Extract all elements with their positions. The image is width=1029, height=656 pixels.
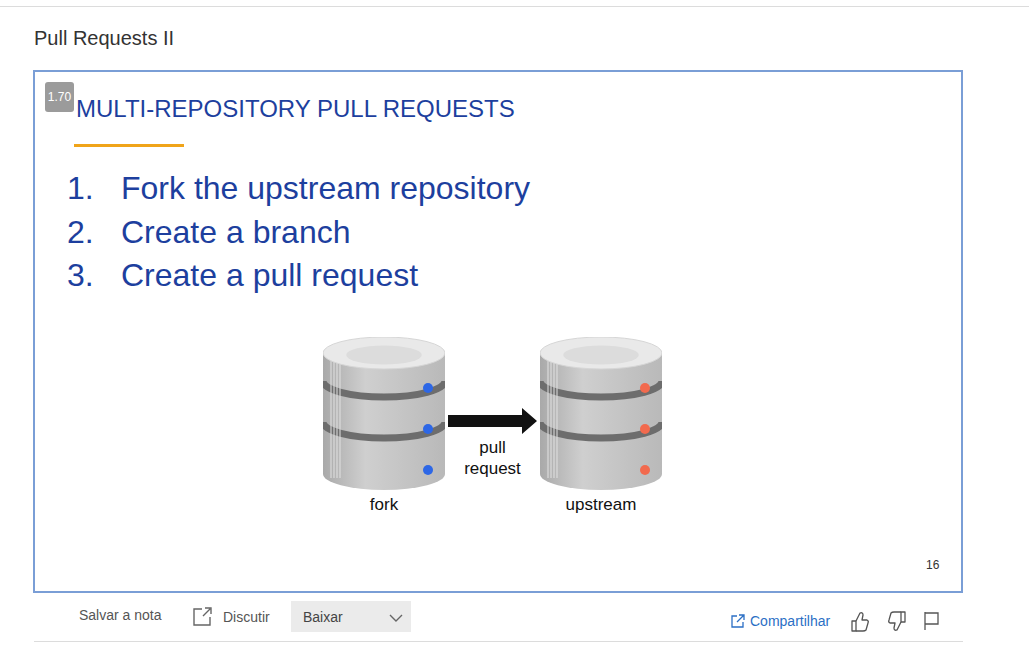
- page-heading: Pull Requests II: [34, 28, 174, 48]
- download-select: [291, 601, 411, 632]
- status-dot: [423, 465, 433, 475]
- cylinder-band: [540, 381, 662, 397]
- flag-icon: [925, 612, 938, 630]
- cylinder-side: [323, 353, 445, 490]
- cylinder-band: [323, 381, 445, 397]
- block-arrow: [448, 408, 537, 434]
- toolbar-button: Discutir: [223, 610, 270, 624]
- status-dot: [640, 465, 650, 475]
- list-item: Create a branch: [121, 216, 350, 248]
- cylinder-top: [323, 337, 445, 369]
- cylinder-stripe: [331, 357, 332, 478]
- share-link: Compartilhar: [750, 614, 830, 628]
- list-number: 3.: [67, 259, 94, 291]
- slide-frame: [34, 71, 962, 592]
- cylinder-side: [540, 353, 662, 490]
- cylinder-body: [323, 337, 445, 490]
- cylinder-stripe: [551, 357, 552, 478]
- status-dot: [423, 383, 433, 393]
- cylinder-stripe: [334, 357, 335, 478]
- database-cylinder: fork: [323, 337, 445, 518]
- edge-label: pull request: [457, 437, 529, 480]
- select-chevron: [390, 615, 402, 621]
- cylinder-stripe: [340, 357, 341, 478]
- status-dot: [640, 424, 650, 434]
- cylinder-stripe: [557, 357, 558, 478]
- cylinder-shape: [323, 337, 445, 490]
- speed-badge: [45, 82, 74, 112]
- bottom-rule: [34, 641, 963, 642]
- cylinder-caption: upstream: [540, 496, 662, 513]
- thumbs-up-icon: [852, 613, 868, 631]
- cylinder-caption: fork: [323, 496, 445, 513]
- toolbar-button: Salvar a nota: [79, 608, 162, 622]
- cylinder-shape: [540, 337, 662, 490]
- speed-badge-text: 1.70: [45, 91, 74, 103]
- list-number: 2.: [67, 216, 94, 248]
- thumbs-down-icon: [889, 612, 905, 630]
- database-cylinder: upstream: [540, 337, 662, 518]
- list-item: Fork the upstream repository: [121, 172, 530, 204]
- top-rule: [0, 6, 1029, 7]
- list-number: 1.: [67, 172, 94, 204]
- cylinder-stripe: [337, 357, 338, 478]
- slide-title: MULTI-REPOSITORY PULL REQUESTS: [76, 97, 515, 121]
- cylinder-top-inner: [563, 345, 639, 364]
- status-dot: [423, 424, 433, 434]
- select-value: Baixar: [303, 610, 343, 624]
- cylinder-stripe: [554, 357, 555, 478]
- cylinder-band: [323, 422, 445, 438]
- title-underline: [74, 144, 184, 147]
- list-item: Create a pull request: [121, 259, 418, 291]
- external-link-icon: [194, 608, 211, 625]
- cylinder-top: [540, 337, 662, 369]
- cylinder-stripe: [548, 357, 549, 478]
- cylinder-body: [540, 337, 662, 490]
- share-icon: [732, 615, 744, 627]
- status-dot: [640, 383, 650, 393]
- cylinder-band: [540, 422, 662, 438]
- slide-number: 16: [926, 559, 939, 571]
- cylinder-top-inner: [346, 345, 422, 364]
